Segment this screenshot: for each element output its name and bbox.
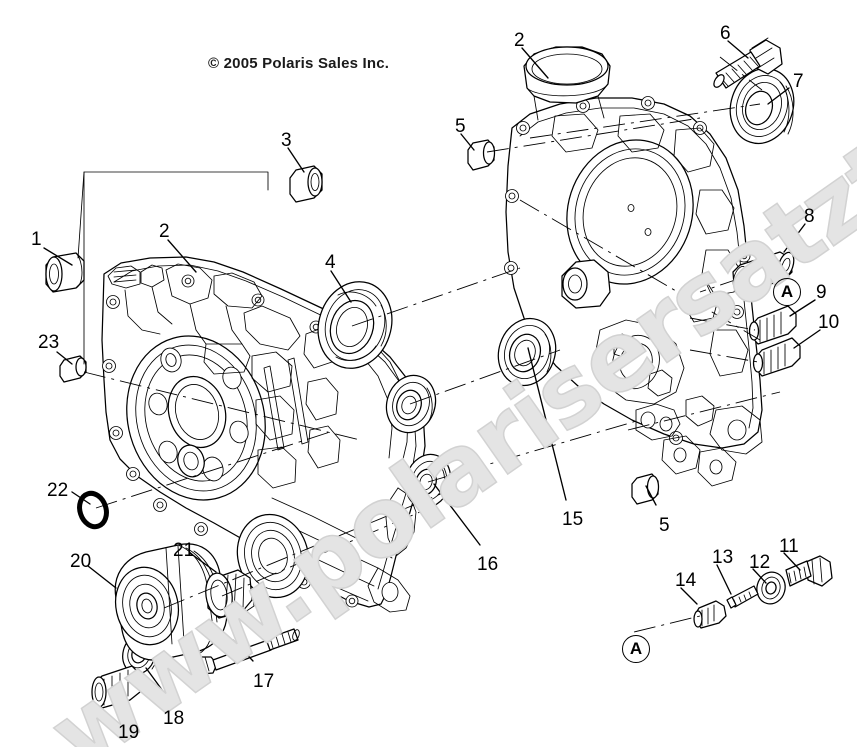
- callout-flywheel-rotor: 20: [70, 551, 92, 572]
- callout-set-screw-b: 10: [818, 312, 840, 333]
- dowel-pin-item-5-upper: [467, 139, 496, 171]
- long-bolt-item-17: [191, 628, 300, 675]
- callout-oil-seal-threaded-collar: 21: [173, 540, 195, 561]
- leader-dowel-pin-locating-2: [645, 485, 657, 506]
- callout-dowel-pin-locating-2: 5: [659, 515, 670, 536]
- callout-o-ring: 22: [47, 480, 69, 501]
- leader-crankshaft-oil-seal: [767, 87, 790, 105]
- leader-flange-bolt: [727, 40, 749, 59]
- leader-cylinder-spigot: [521, 47, 549, 79]
- leader-bearing-small: [433, 483, 481, 546]
- ref-mark-a-upper: A: [773, 278, 801, 306]
- callout-leader-lines: [43, 40, 821, 713]
- leader-flat-washer: [752, 568, 767, 584]
- callout-crankcase-half-left: 2: [159, 221, 170, 242]
- drain-plug-item-19: [91, 665, 141, 709]
- leader-set-screw-a: [789, 299, 816, 317]
- flange-bolt-item-6: [713, 37, 783, 89]
- callout-crankshaft-oil-seal: 7: [793, 71, 804, 92]
- oil-jet-screw-item-14: [693, 600, 727, 629]
- leader-oil-jet-screw: [680, 587, 698, 605]
- leader-set-screw-b: [793, 329, 821, 349]
- callout-dowel-pin-long: 8: [804, 206, 815, 227]
- bearing-item-15-upper: [497, 317, 557, 387]
- pin-item-23: [59, 355, 87, 383]
- leader-flange-bolt-short: [783, 552, 801, 571]
- callout-cylinder-spigot: 2: [514, 30, 525, 51]
- ref-mark-a-lower: A: [622, 635, 650, 663]
- callout-dowel-pin-locating: 5: [455, 116, 466, 137]
- threaded-collar-item-21: [205, 569, 253, 619]
- callout-flat-washer: 12: [749, 552, 771, 573]
- callout-set-screw-a: 9: [816, 282, 827, 303]
- callout-crankshaft-bearing: 4: [325, 252, 336, 273]
- leader-dowel-pin-locating: [460, 133, 475, 151]
- callout-bearings-set: 15: [562, 509, 584, 530]
- dowel-pin-item-5-lower: [631, 473, 660, 505]
- leader-dowel-pin-long: [783, 223, 806, 253]
- o-ring-item-22: [77, 490, 109, 530]
- leader-flywheel-rotor: [87, 565, 117, 589]
- leader-o-ring: [71, 491, 91, 505]
- leader-crankshaft-bearing: [330, 270, 352, 303]
- dowel-pin-item-3: [289, 165, 323, 203]
- leader-dowel-pin-bushing: [43, 247, 73, 266]
- assembly-centerlines: [83, 56, 781, 633]
- callout-flange-bolt: 6: [720, 23, 731, 44]
- stud-bolt-item-13: [726, 585, 759, 609]
- callout-flange-bolt-short: 11: [779, 536, 799, 557]
- bushing-item-1: [45, 252, 85, 293]
- leader-sealing-washer: [145, 667, 169, 699]
- leader-stud-bolt: [716, 564, 732, 595]
- callout-long-bolt: 17: [253, 671, 275, 692]
- callout-oil-jet-screw: 14: [675, 570, 697, 591]
- right-crankcase-half: [504, 46, 763, 487]
- leader-drain-plug: [109, 689, 123, 713]
- leader-crankcase-half-left: [167, 239, 197, 273]
- oil-seal-item-7: [729, 67, 795, 145]
- copyright-notice: © 2005 Polaris Sales Inc.: [208, 55, 390, 72]
- leader-bearings-set: [527, 347, 567, 501]
- callout-sealing-washer: 18: [163, 708, 185, 729]
- leader-oil-seal-threaded-collar: [189, 552, 217, 573]
- flange-bolt-item-11: [785, 555, 833, 587]
- callout-drain-plug: 19: [118, 722, 140, 743]
- callout-stud-bolt: 13: [712, 547, 734, 568]
- leader-dowel-pin-small: [56, 351, 73, 365]
- leader-long-bolt: [232, 639, 254, 662]
- group-bracket-upper: [77, 171, 269, 259]
- flat-washer-item-12: [756, 571, 786, 605]
- leader-dowel-pin: [287, 147, 305, 173]
- callout-dowel-pin-small: 23: [38, 332, 60, 353]
- callout-dowel-pin-bushing: 1: [31, 229, 42, 250]
- flywheel-rotor-item-20: [114, 543, 228, 661]
- callout-dowel-pin: 3: [281, 130, 292, 151]
- callout-bearing-small: 16: [477, 554, 499, 575]
